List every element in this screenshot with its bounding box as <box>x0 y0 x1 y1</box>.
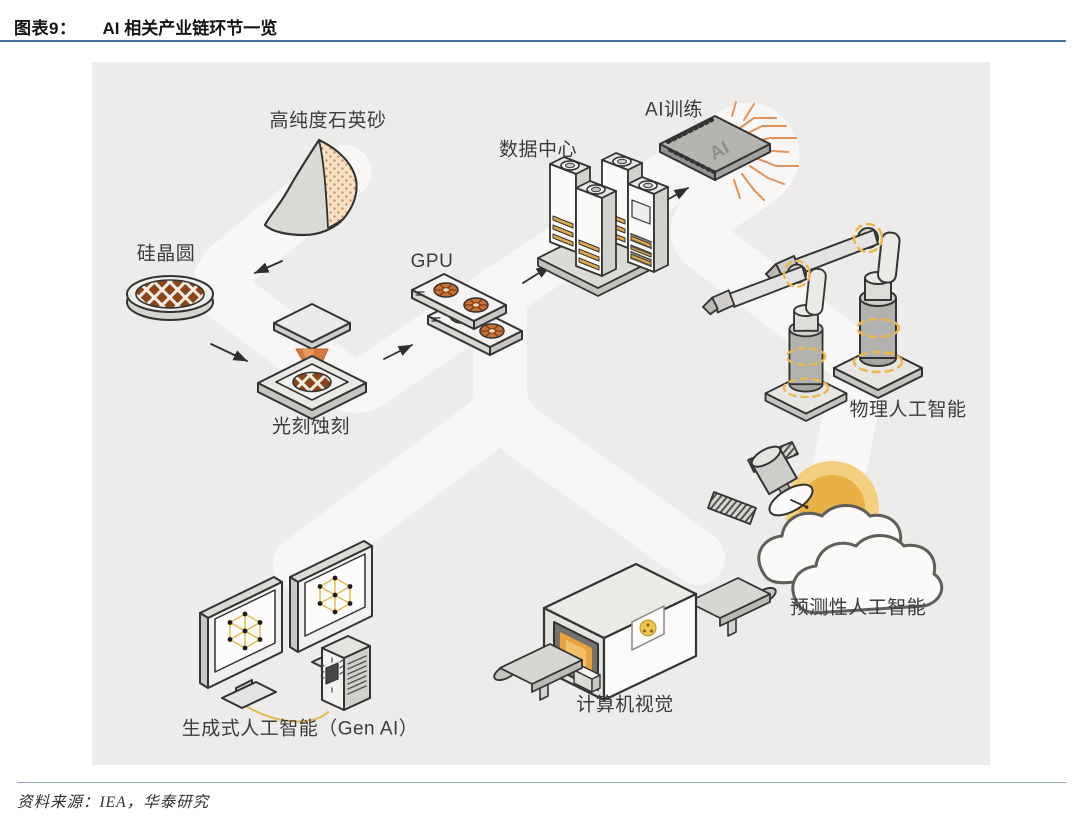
label-physical-ai: 物理人工智能 <box>849 399 967 421</box>
arrow-litho-to-gpu <box>383 344 413 360</box>
predictive-ai-icon <box>707 441 944 615</box>
source-value: IEA，华泰研究 <box>99 794 210 811</box>
diagram-canvas: AI <box>92 62 990 765</box>
arrow-wafer-to-litho <box>210 343 248 362</box>
source-note: 资料来源：IEA，华泰研究 <box>17 790 209 812</box>
satellite-icon <box>707 441 814 525</box>
data-center-icon <box>537 152 669 297</box>
label-lithography: 光刻蚀刻 <box>271 416 351 438</box>
chip-traces <box>731 101 799 201</box>
label-silicon-wafer: 硅晶圆 <box>136 243 196 265</box>
scanner-display <box>631 605 665 651</box>
label-computer-vision: 计算机视觉 <box>576 694 674 716</box>
diagram-art: AI <box>126 101 944 723</box>
source-label: 资料来源： <box>17 794 100 811</box>
left-conveyor <box>493 643 583 701</box>
label-gpu: GPU <box>410 251 454 272</box>
label-quartz-sand: 高纯度石英砂 <box>269 110 387 132</box>
lithography-icon <box>257 303 367 420</box>
footer-rule <box>17 782 1066 783</box>
figure-title: AI 相关产业链环节一览 <box>102 19 278 38</box>
ai-chip-icon: AI <box>659 101 799 201</box>
header-rule <box>0 40 1066 42</box>
wire-left <box>241 703 329 723</box>
label-gen-ai: 生成式人工智能（Gen AI） <box>181 718 419 740</box>
arrow-sand-to-wafer <box>254 260 283 274</box>
right-conveyor <box>687 577 777 637</box>
quartz-sand-icon <box>263 138 358 237</box>
gen-ai-icon <box>199 540 373 723</box>
mini-server-icon <box>320 635 371 711</box>
label-ai-training: AI训练 <box>645 99 703 121</box>
label-predictive-ai: 预测性人工智能 <box>789 597 927 619</box>
flow-arrows <box>210 187 689 362</box>
computer-vision-icon <box>493 562 777 702</box>
label-data-center: 数据中心 <box>498 139 578 161</box>
clouds-icon <box>757 504 944 615</box>
figure-number: 图表9： <box>14 19 77 38</box>
figure-header: 图表9： AI 相关产业链环节一览 <box>14 14 1066 39</box>
silicon-wafer-icon <box>126 275 214 321</box>
